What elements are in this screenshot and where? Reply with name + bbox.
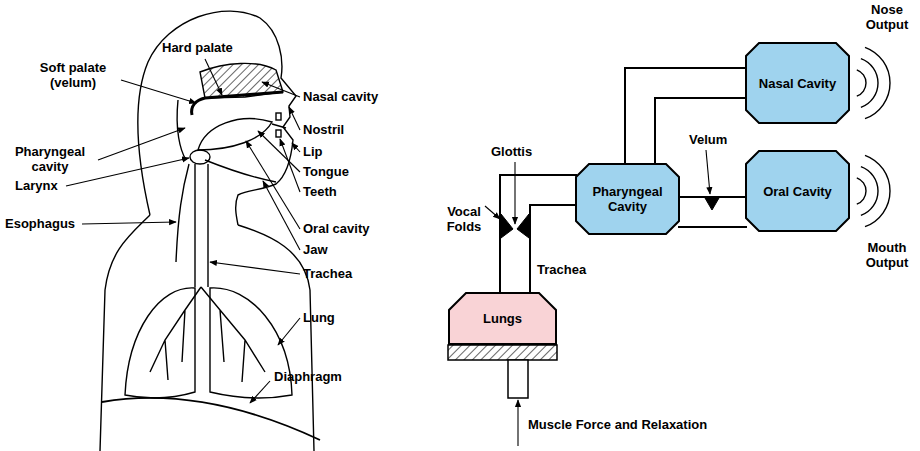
- part-label: Velum: [689, 132, 727, 147]
- sound-arc: [865, 47, 890, 118]
- cavity-name: Oral Cavity: [763, 184, 832, 199]
- bronchi: [150, 287, 265, 382]
- leader: [250, 381, 270, 403]
- cavity-box: Oral Cavity: [745, 150, 850, 232]
- esophagus: [176, 164, 189, 262]
- leader: [205, 59, 222, 95]
- leader: [258, 131, 300, 172]
- part-label: Larynx: [15, 178, 58, 193]
- part-label: Diaphragm: [274, 369, 342, 384]
- part-label: Glottis: [491, 144, 532, 159]
- part-label: Vocal Folds: [440, 204, 488, 234]
- leader: [262, 82, 300, 97]
- node-shape: [746, 151, 849, 231]
- node-shape: [576, 164, 679, 234]
- leader: [485, 206, 500, 219]
- cavity-name: Nasal Cavity: [759, 76, 836, 91]
- leader: [121, 80, 196, 103]
- vocal-fold: [501, 214, 513, 238]
- hard-palate: [205, 92, 283, 98]
- head-outline: [138, 11, 296, 225]
- air-tube: [640, 83, 747, 165]
- part-label: Tongue: [303, 164, 349, 179]
- piston: [448, 345, 557, 360]
- leader: [246, 141, 300, 229]
- nasal-cavity: [200, 63, 283, 98]
- node-text-block: Oral Cavity: [755, 184, 840, 199]
- leader: [98, 128, 185, 160]
- air-tube: [678, 212, 747, 213]
- leader: [66, 158, 189, 186]
- sound-arc: [865, 155, 890, 226]
- leader: [82, 222, 176, 224]
- lungs-chamber: Lungs: [448, 292, 557, 345]
- part-label: Nasal cavity: [303, 89, 378, 104]
- node-text-block: Nasal Cavity: [751, 76, 844, 91]
- cavity-name: Lungs: [483, 311, 522, 326]
- part-label: Oral cavity: [303, 221, 370, 236]
- part-label: Lung: [303, 310, 335, 325]
- part-label: Hard palate: [162, 40, 233, 55]
- part-label: Jaw: [303, 242, 328, 257]
- node-text-block: Pharyngeal Cavity: [575, 184, 680, 214]
- cavity-box: Nasal Cavity: [745, 42, 850, 124]
- leader: [210, 262, 300, 274]
- soft-palate: [192, 98, 205, 115]
- tube-bore: [678, 198, 747, 226]
- cavity-box: Pharyngeal Cavity: [575, 163, 680, 235]
- part-label: Soft palate (velum): [26, 60, 120, 90]
- diaphragm: [102, 398, 320, 440]
- tube-wall: [515, 190, 577, 294]
- trachea: [195, 164, 208, 287]
- part-label: Nostril: [303, 122, 344, 137]
- piston-rod: [508, 360, 528, 398]
- leader: [289, 107, 300, 130]
- left-lung: [125, 288, 195, 398]
- node-text-block: Lungs: [475, 311, 530, 326]
- air-tube: [515, 190, 577, 294]
- part-label: Lip: [303, 144, 323, 159]
- part-label: Trachea: [537, 262, 586, 277]
- upper-tooth: [276, 113, 281, 120]
- vocal-fold: [517, 214, 529, 238]
- leader: [706, 150, 710, 194]
- sound-arc: [861, 59, 878, 108]
- anatomy-figure: [100, 11, 320, 451]
- leader: [280, 139, 300, 192]
- leader: [278, 318, 300, 345]
- part-label: Muscle Force and Relaxation: [528, 417, 707, 432]
- body-outline: [100, 215, 314, 451]
- node-shape: [746, 43, 849, 123]
- part-label: Pharyngeal cavity: [4, 144, 96, 174]
- leader: [514, 162, 515, 224]
- velum-flap: [705, 198, 719, 210]
- part-label: Mouth Output: [858, 240, 916, 270]
- leader: [263, 181, 300, 250]
- force-arrow: [517, 400, 518, 446]
- lower-tooth: [276, 130, 281, 137]
- node-shape: [449, 293, 556, 344]
- sound-arc: [861, 167, 878, 216]
- sound-arc: [857, 70, 866, 96]
- leader: [292, 143, 300, 152]
- tube-bore: [515, 190, 577, 294]
- part-label: Esophagus: [5, 216, 75, 231]
- part-label: Trachea: [303, 266, 352, 281]
- jaw: [205, 160, 276, 182]
- mouth-line: [272, 124, 286, 128]
- part-label: Teeth: [303, 184, 337, 199]
- tube-bore: [640, 83, 747, 165]
- leader-lines: [66, 59, 710, 446]
- sound-waves: [857, 47, 890, 226]
- tube-wall: [640, 83, 747, 165]
- larynx: [190, 150, 210, 164]
- sound-arc: [857, 178, 866, 204]
- tube-wall: [678, 196, 747, 228]
- part-label: Nose Output: [858, 2, 916, 32]
- cavity-name: Pharyngeal Cavity: [583, 184, 672, 214]
